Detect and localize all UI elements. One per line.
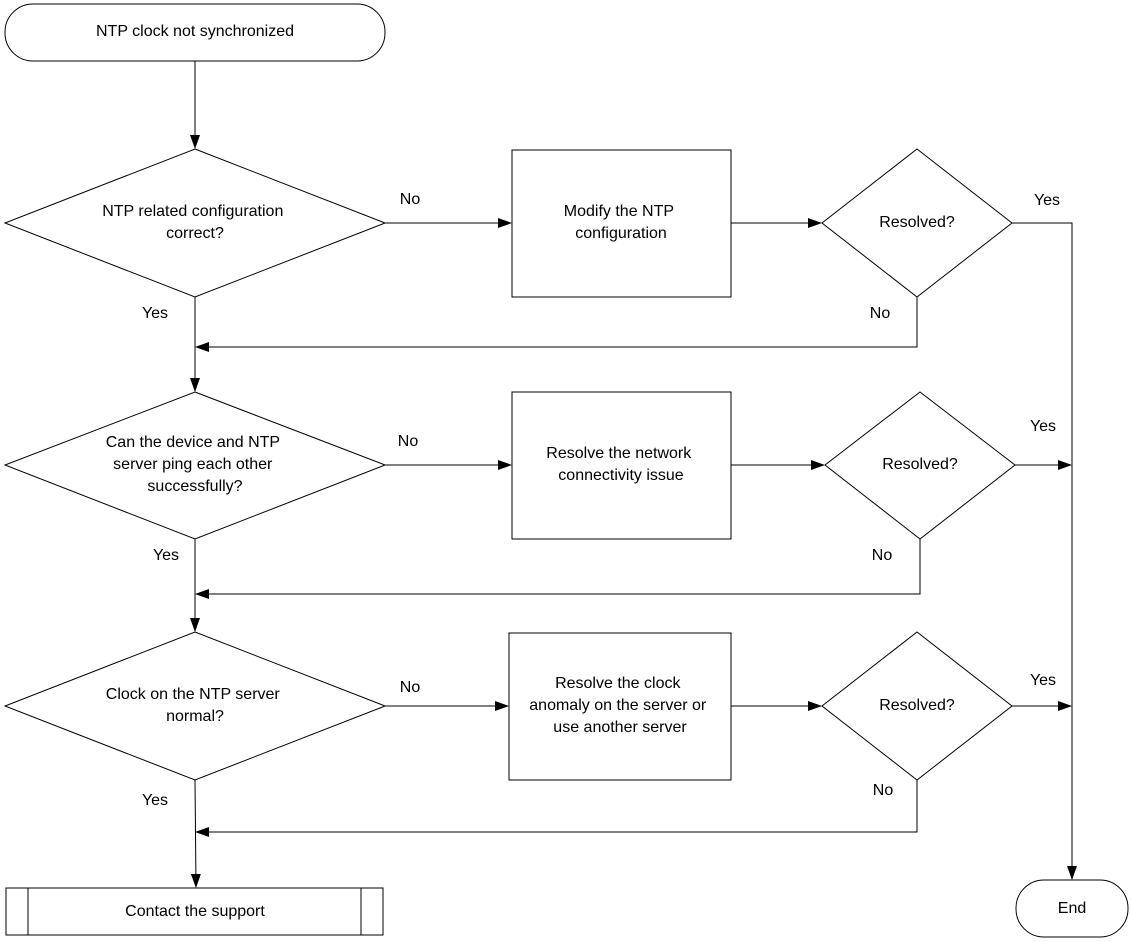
resolved-1-label: Resolved? bbox=[879, 214, 955, 231]
resolved-1-no-label: No bbox=[870, 305, 891, 322]
resolved-1-yes-label: Yes bbox=[1034, 192, 1060, 209]
resolve-clock-label-line-3: use another server bbox=[553, 719, 687, 736]
config-correct-label-line-2: correct? bbox=[166, 225, 224, 242]
server-clock-label: Clock on the NTP server normal? bbox=[106, 686, 284, 725]
end-terminator bbox=[1015, 879, 1129, 938]
resolve-clock-label: Resolve the clock anomaly on the server … bbox=[529, 675, 710, 736]
start-label: NTP clock not synchronized bbox=[96, 23, 294, 40]
modify-config-process bbox=[511, 149, 732, 298]
resolved-2-no-label: No bbox=[872, 547, 893, 564]
modify-config-label-line-1: Modify the NTP bbox=[564, 203, 674, 220]
ping-decision-label-line-1: Can the device and NTP bbox=[106, 434, 280, 451]
resolve-connectivity-label: Resolve the network connectivity issue bbox=[546, 445, 695, 484]
modify-config-label-line-2: configuration bbox=[575, 225, 667, 242]
ping-decision-label-line-3: successfully? bbox=[147, 478, 242, 495]
ping-decision-label-line-2: server ping each other bbox=[113, 456, 273, 473]
resolved-2-yes-label: Yes bbox=[1030, 418, 1056, 435]
resolved3-no-return-arrow bbox=[195, 780, 918, 837]
resolve-clock-label-line-2: anomaly on the server or bbox=[529, 697, 707, 714]
resolved-2-label: Resolved? bbox=[882, 456, 958, 473]
server-clock-label-line-1: Clock on the NTP server bbox=[106, 686, 281, 703]
resolved2-no-return-arrow bbox=[195, 539, 921, 599]
resolved-3-label: Resolved? bbox=[879, 697, 955, 714]
resolved1-no-return-arrow bbox=[195, 297, 918, 352]
contact-support-label: Contact the support bbox=[125, 903, 265, 920]
resolved1-yes-to-end-line bbox=[1012, 222, 1077, 880]
config-yes-label: Yes bbox=[142, 305, 168, 322]
resolve-connectivity-label-line-2: connectivity issue bbox=[558, 467, 683, 484]
resolve-connectivity-process bbox=[511, 391, 732, 540]
resolved-3-yes-label: Yes bbox=[1030, 672, 1056, 689]
contact-support-process bbox=[5, 887, 384, 936]
config-correct-decision bbox=[3, 148, 387, 298]
resolve-clock-process bbox=[508, 632, 732, 781]
modify-config-label: Modify the NTP configuration bbox=[564, 203, 678, 242]
resolve-clock-label-line-1: Resolve the clock bbox=[555, 675, 681, 692]
end-label: End bbox=[1058, 900, 1086, 917]
clock-yes-to-support-arrow bbox=[190, 779, 201, 888]
clock-yes-label: Yes bbox=[142, 792, 168, 809]
config-correct-label-line-1: NTP related configuration bbox=[102, 203, 283, 220]
server-clock-decision bbox=[3, 631, 387, 781]
config-correct-label: NTP related configuration correct? bbox=[102, 203, 288, 242]
config-no-label: No bbox=[400, 191, 421, 208]
ping-no-label: No bbox=[398, 433, 419, 450]
ping-decision-label: Can the device and NTP server ping each … bbox=[106, 434, 284, 495]
server-clock-label-line-2: normal? bbox=[166, 708, 224, 725]
resolved-3-no-label: No bbox=[873, 782, 894, 799]
ping-yes-label: Yes bbox=[153, 547, 179, 564]
resolve-connectivity-label-line-1: Resolve the network bbox=[546, 445, 692, 462]
clock-no-label: No bbox=[400, 679, 421, 696]
